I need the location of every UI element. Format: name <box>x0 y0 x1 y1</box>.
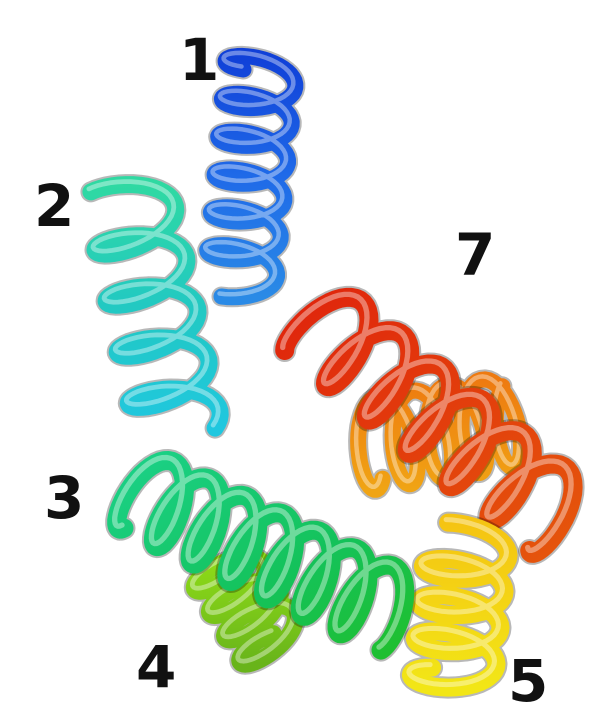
helix-layer <box>89 53 573 688</box>
helix-label-3: 3 <box>44 464 84 532</box>
helix-label-1: 1 <box>179 26 219 94</box>
helix-2 <box>89 182 220 429</box>
helix-label-5: 5 <box>508 647 548 706</box>
helix-7 <box>283 294 573 553</box>
helix-label-4: 4 <box>136 633 176 701</box>
helix-label-7: 7 <box>455 221 495 289</box>
helix-5 <box>409 520 509 688</box>
helix-label-2: 2 <box>34 172 74 240</box>
